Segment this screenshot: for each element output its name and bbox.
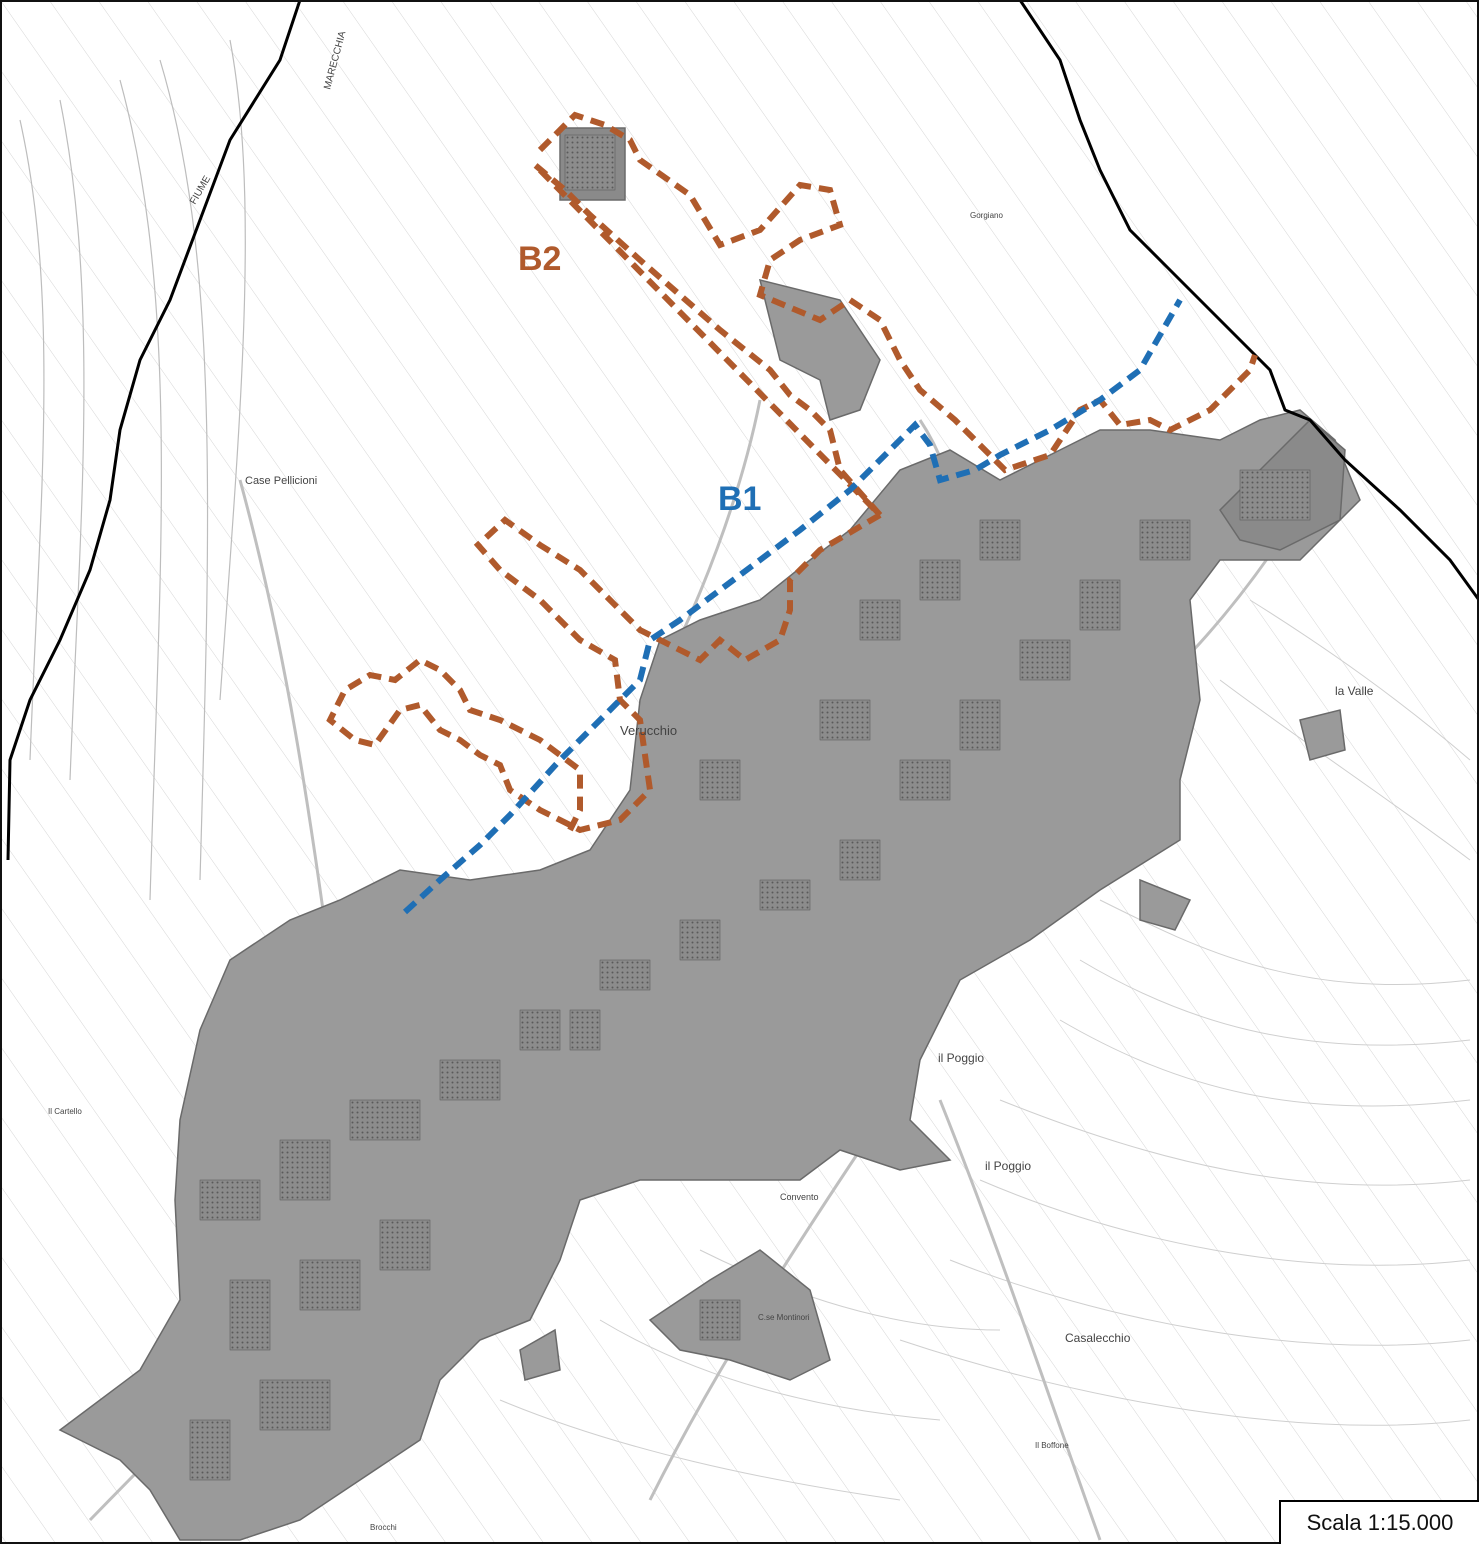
- place-verucchio: Verucchio: [620, 723, 677, 738]
- zone-label-b1: B1: [718, 480, 761, 518]
- place-case-montanari: C.se Montinori: [758, 1313, 810, 1322]
- scale-indicator: Scala 1:15.000: [1279, 1500, 1479, 1544]
- place-il-poggio-1: il Poggio: [938, 1051, 984, 1065]
- place-convento: Convento: [780, 1192, 819, 1202]
- place-la-valle: la Valle: [1335, 684, 1374, 698]
- zone-b1-outline: [402, 298, 1183, 915]
- zone-b2-outline: [326, 111, 1258, 834]
- place-brocchi: Brocchi: [370, 1523, 397, 1532]
- place-il-poggio-2: il Poggio: [985, 1159, 1031, 1173]
- place-il-boffone: Il Boffone: [1035, 1441, 1069, 1450]
- place-casalecchio: Casalecchio: [1065, 1331, 1131, 1345]
- place-case-pellicioni: Case Pellicioni: [245, 475, 317, 487]
- buildings: [189, 134, 1311, 1481]
- scale-label: Scala 1:15.000: [1306, 1510, 1454, 1535]
- river-bed: [19, 39, 246, 901]
- place-il-cartello: Il Cartello: [48, 1107, 82, 1116]
- place-gorgiano: Gorgiano: [970, 211, 1003, 220]
- municipal-boundary: [6, 0, 1479, 861]
- zone-label-b2: B2: [518, 240, 561, 278]
